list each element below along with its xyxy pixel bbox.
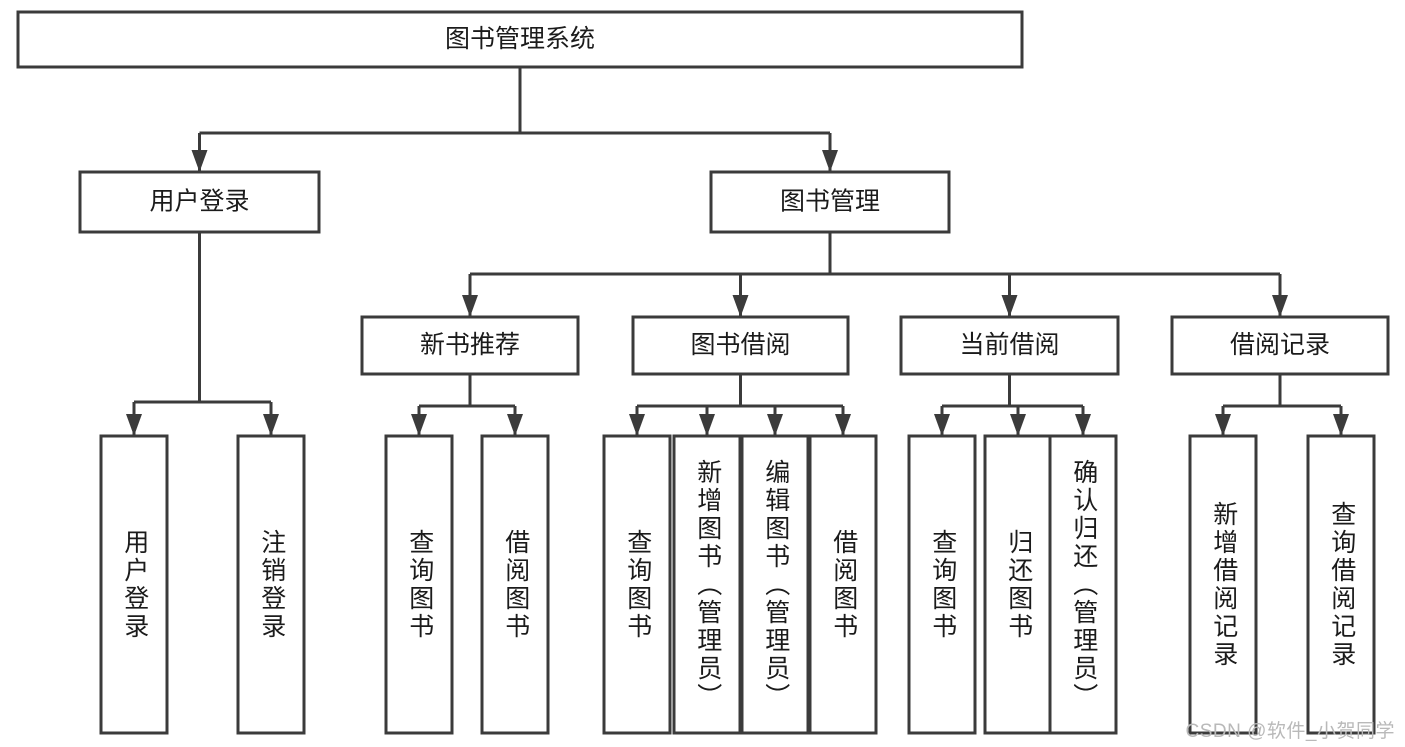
level2-node-box-1	[709, 170, 951, 234]
arrow-head-icon	[1272, 295, 1288, 317]
arrow-head-icon	[1075, 414, 1091, 436]
leaf-node-box-9	[983, 434, 1053, 735]
leaf-node-box-12	[1306, 434, 1376, 735]
arrow-head-icon	[1001, 295, 1018, 317]
leaf-node-box-4	[602, 434, 672, 735]
arrow-head-icon	[835, 414, 851, 436]
level3-node-label-0: 新书推荐	[420, 331, 520, 359]
level2-node-box-0	[78, 170, 321, 234]
arrow-head-icon	[126, 414, 142, 436]
arrow-head-icon	[462, 295, 478, 317]
level3-node-label-1: 图书借阅	[690, 331, 790, 359]
leaf-node-box-3	[480, 434, 550, 735]
arrow-head-icon	[934, 414, 950, 436]
arrow-head-icon	[767, 414, 783, 436]
arrow-head-icon	[411, 414, 427, 436]
arrow-head-icon	[1010, 414, 1026, 436]
level3-node-box-1	[631, 315, 850, 376]
arrow-head-icon	[263, 414, 279, 436]
leaf-node-box-10	[1048, 434, 1118, 735]
leaf-node-box-1	[236, 434, 306, 735]
level3-node-box-0	[360, 315, 580, 376]
leaf-node-box-2	[384, 434, 454, 735]
level3-node-box-3	[1170, 315, 1390, 376]
leaf-node-box-8	[907, 434, 977, 735]
arrow-head-icon	[732, 295, 749, 317]
arrow-head-icon	[699, 414, 715, 436]
root-node-box	[16, 10, 1024, 69]
root-node-label: 图书管理系统	[445, 25, 595, 53]
level2-node-label-0: 用户登录	[149, 188, 249, 216]
leaf-node-box-5	[672, 434, 742, 735]
arrow-head-icon	[507, 414, 523, 436]
arrow-head-icon	[822, 150, 838, 172]
arrow-head-icon	[1215, 414, 1231, 436]
level3-node-label-2: 当前借阅	[959, 331, 1059, 359]
level3-node-label-3: 借阅记录	[1230, 331, 1330, 359]
connector-edges-layer	[126, 67, 1349, 436]
leaf-node-box-7	[808, 434, 878, 735]
level2-node-label-1: 图书管理	[780, 188, 880, 216]
arrow-head-icon	[629, 414, 645, 436]
level3-node-box-2	[899, 315, 1120, 376]
node-boxes-layer	[16, 10, 1390, 735]
leaf-node-box-11	[1188, 434, 1258, 735]
arrow-head-icon	[191, 150, 208, 172]
leaf-node-box-0	[99, 434, 169, 735]
leaf-node-box-6	[740, 434, 810, 735]
arrow-head-icon	[1333, 414, 1349, 436]
csdn-watermark: CSDN @软件_小贺同学	[1185, 721, 1395, 742]
